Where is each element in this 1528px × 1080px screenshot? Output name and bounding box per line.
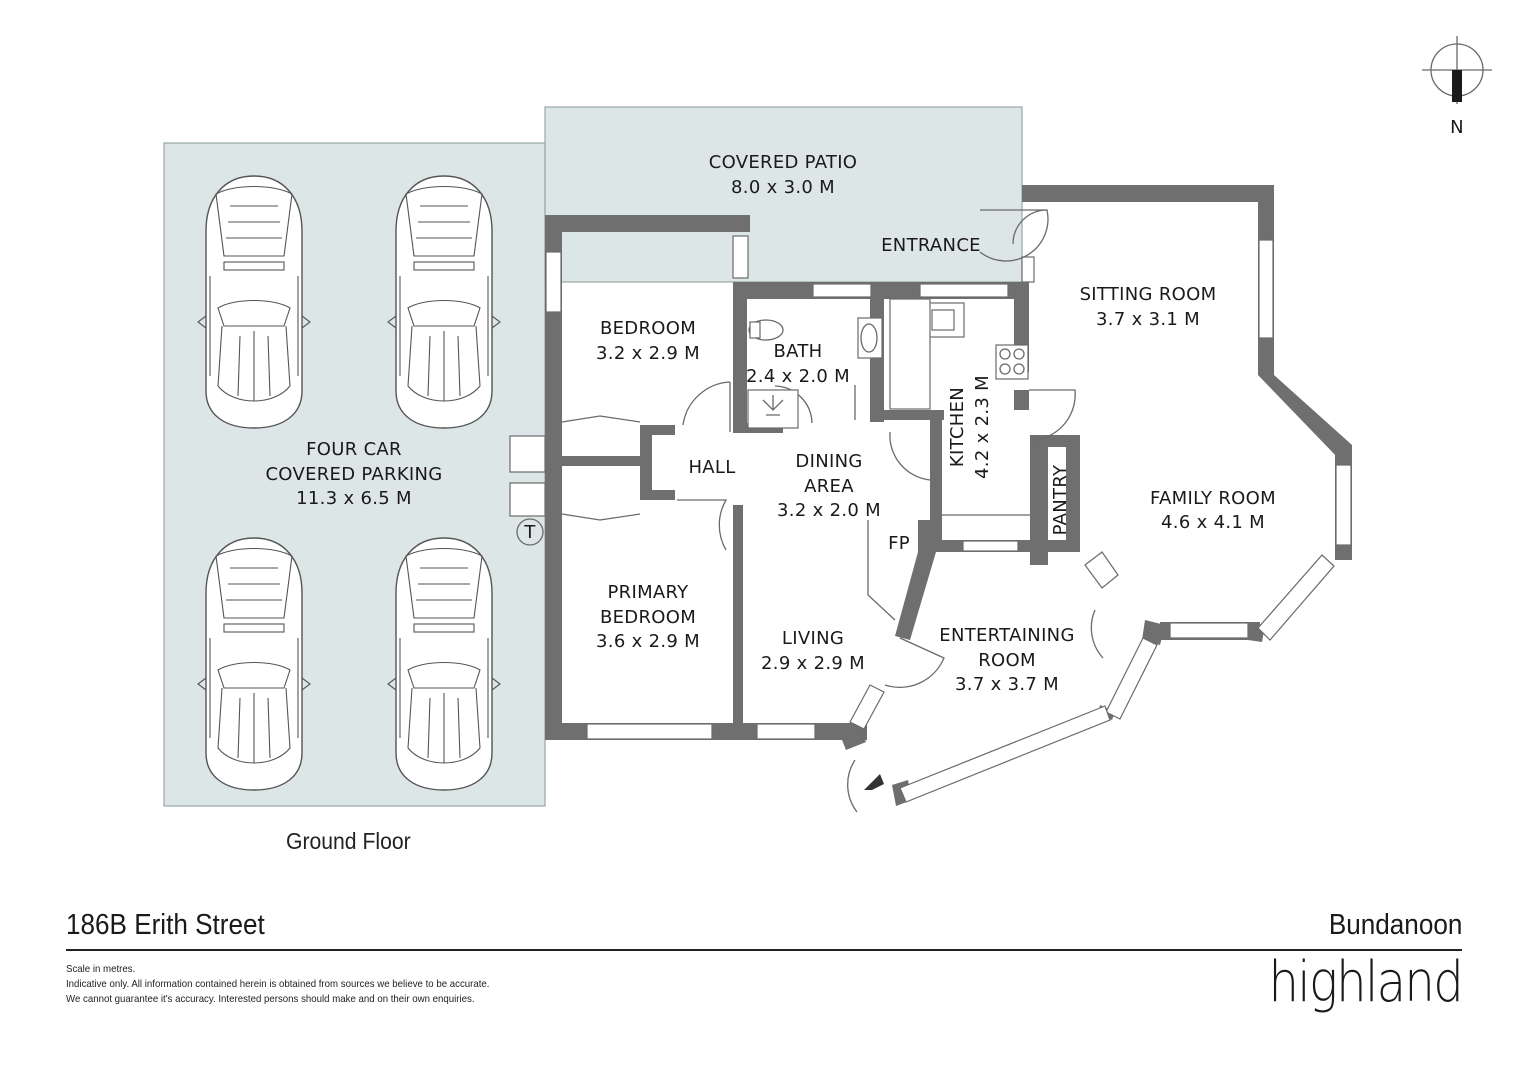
room-name-entertaining-line2: ROOM <box>978 650 1036 671</box>
room-size-family-room: 4.6 x 4.1 M <box>1161 512 1265 533</box>
car-icon <box>387 175 501 429</box>
compass-icon <box>1422 36 1492 104</box>
room-name-dining-line1: DINING <box>795 451 862 472</box>
room-size-bath: 2.4 x 2.0 M <box>746 366 850 387</box>
room-name-kitchen: KITCHEN <box>947 387 968 467</box>
room-size-sitting-room: 3.7 x 3.1 M <box>1096 309 1200 330</box>
tank-marker <box>516 518 544 546</box>
room-name-sitting-room: SITTING ROOM <box>1080 284 1217 305</box>
room-size-living: 2.9 x 2.9 M <box>761 653 865 674</box>
room-name-covered-patio: COVERED PATIO <box>709 152 858 173</box>
windows <box>545 235 1352 803</box>
tank-label: T <box>523 522 536 543</box>
footer-divider <box>66 949 1462 951</box>
room-size-dining: 3.2 x 2.0 M <box>777 500 881 521</box>
car-icon <box>197 537 311 791</box>
room-name-parking-line2: COVERED PARKING <box>265 464 442 485</box>
label-entrance: ENTRANCE <box>881 235 981 256</box>
room-name-bedroom: BEDROOM <box>600 318 696 339</box>
car-icon <box>197 175 311 429</box>
disclaimer-line: Indicative only. All information contain… <box>66 978 490 990</box>
floor-title: Ground Floor <box>286 828 411 854</box>
room-name-family-room: FAMILY ROOM <box>1150 488 1276 509</box>
compass-label: N <box>1450 117 1464 138</box>
room-name-primary-line1: PRIMARY <box>608 582 690 603</box>
label-pantry: PANTRY <box>1050 464 1071 535</box>
car-icon <box>387 537 501 791</box>
label-hall: HALL <box>688 457 735 478</box>
room-size-entertaining-room: 3.7 x 3.7 M <box>955 674 1059 695</box>
doors <box>561 209 1104 813</box>
room-name-entertaining-line1: ENTERTAINING <box>939 625 1074 646</box>
utility-box <box>509 482 546 517</box>
utility-box <box>509 435 546 473</box>
room-name-primary-line2: BEDROOM <box>600 607 696 628</box>
patio-area <box>544 106 1023 283</box>
room-name-living: LIVING <box>782 628 844 649</box>
property-address: 186B Erith Street <box>66 909 265 941</box>
disclaimer: Scale in metres. Indicative only. All in… <box>66 962 490 1007</box>
room-size-parking: 11.3 x 6.5 M <box>296 488 412 509</box>
room-size-kitchen: 4.2 x 2.3 M <box>972 375 993 479</box>
fixtures <box>747 298 1029 429</box>
room-name-parking-line1: FOUR CAR <box>306 439 402 460</box>
brand-logo: highland <box>1268 950 1463 1015</box>
room-name-bath: BATH <box>774 341 823 362</box>
entry-arrow-icon <box>864 774 884 790</box>
disclaimer-line: Scale in metres. <box>66 963 136 975</box>
suburb-name: Bundanoon <box>1328 909 1462 941</box>
room-size-covered-patio: 8.0 x 3.0 M <box>731 177 835 198</box>
label-fireplace: FP <box>888 533 910 554</box>
room-size-primary-bedroom: 3.6 x 2.9 M <box>596 631 700 652</box>
room-name-dining-line2: AREA <box>804 476 854 497</box>
disclaimer-line: We cannot guarantee it's accuracy. Inter… <box>66 993 475 1005</box>
room-size-bedroom: 3.2 x 2.9 M <box>596 343 700 364</box>
